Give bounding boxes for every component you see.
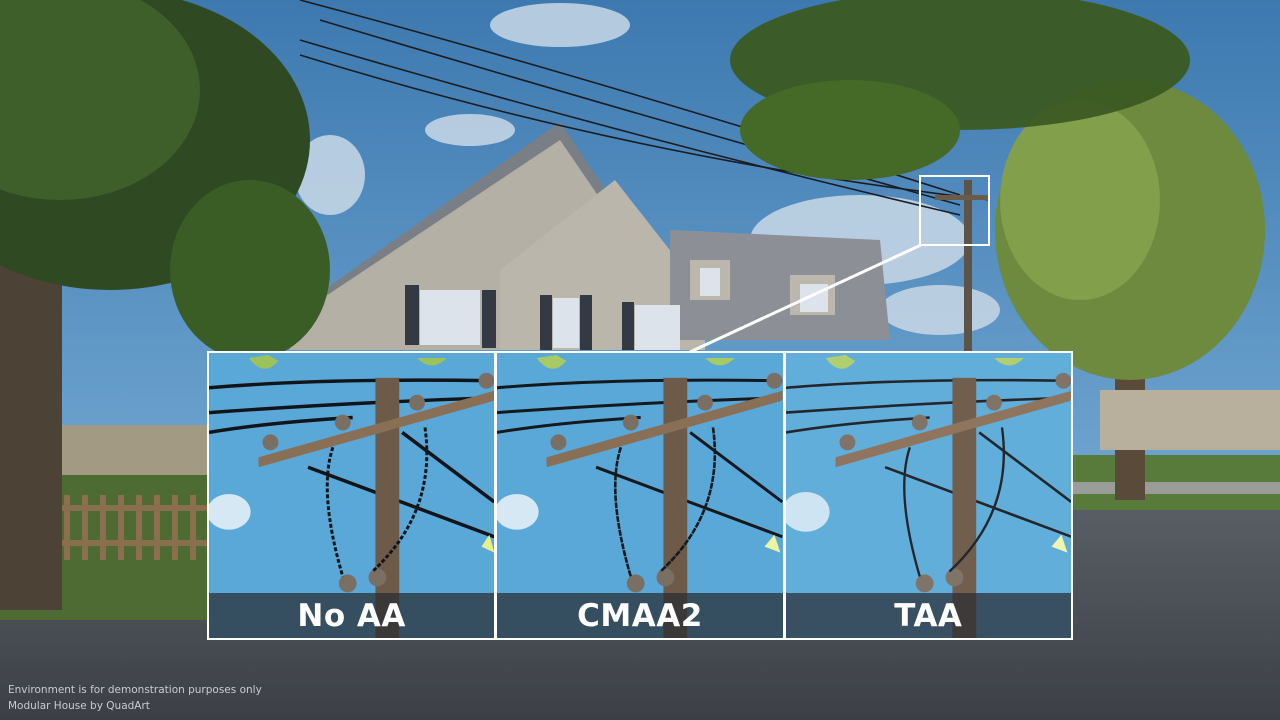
crop-taa — [785, 353, 1071, 638]
utility-pole — [964, 180, 972, 355]
disclaimer-text: Environment is for demonstration purpose… — [8, 684, 262, 696]
pole-crossarm — [935, 195, 990, 200]
tree-top-foliage — [730, 0, 1190, 180]
tree-left — [0, 0, 330, 610]
crop-no-aa — [209, 353, 495, 638]
panel-label-bar: TAA — [785, 593, 1071, 638]
fence-front — [60, 495, 210, 560]
panel-cmaa2: CMAA2 — [494, 353, 783, 638]
panel-label-taa: TAA — [894, 597, 963, 634]
comparison-panels: No AA — [207, 351, 1073, 640]
house-right — [1100, 390, 1280, 450]
fence-back — [55, 425, 210, 475]
panel-no-aa: No AA — [209, 353, 495, 638]
footer-credits: Environment is for demonstration purpose… — [8, 682, 262, 714]
panel-label-cmaa2: CMAA2 — [577, 597, 703, 634]
panel-label-bar: No AA — [209, 593, 495, 638]
panel-label-bar: CMAA2 — [497, 593, 783, 638]
credit-text: Modular House by QuadArt — [8, 700, 150, 712]
crop-cmaa2 — [497, 353, 783, 638]
panel-label-no-aa: No AA — [297, 597, 406, 634]
sidewalk-right — [1073, 482, 1280, 494]
panel-taa: TAA — [782, 353, 1071, 638]
zoom-region-box — [919, 175, 990, 246]
